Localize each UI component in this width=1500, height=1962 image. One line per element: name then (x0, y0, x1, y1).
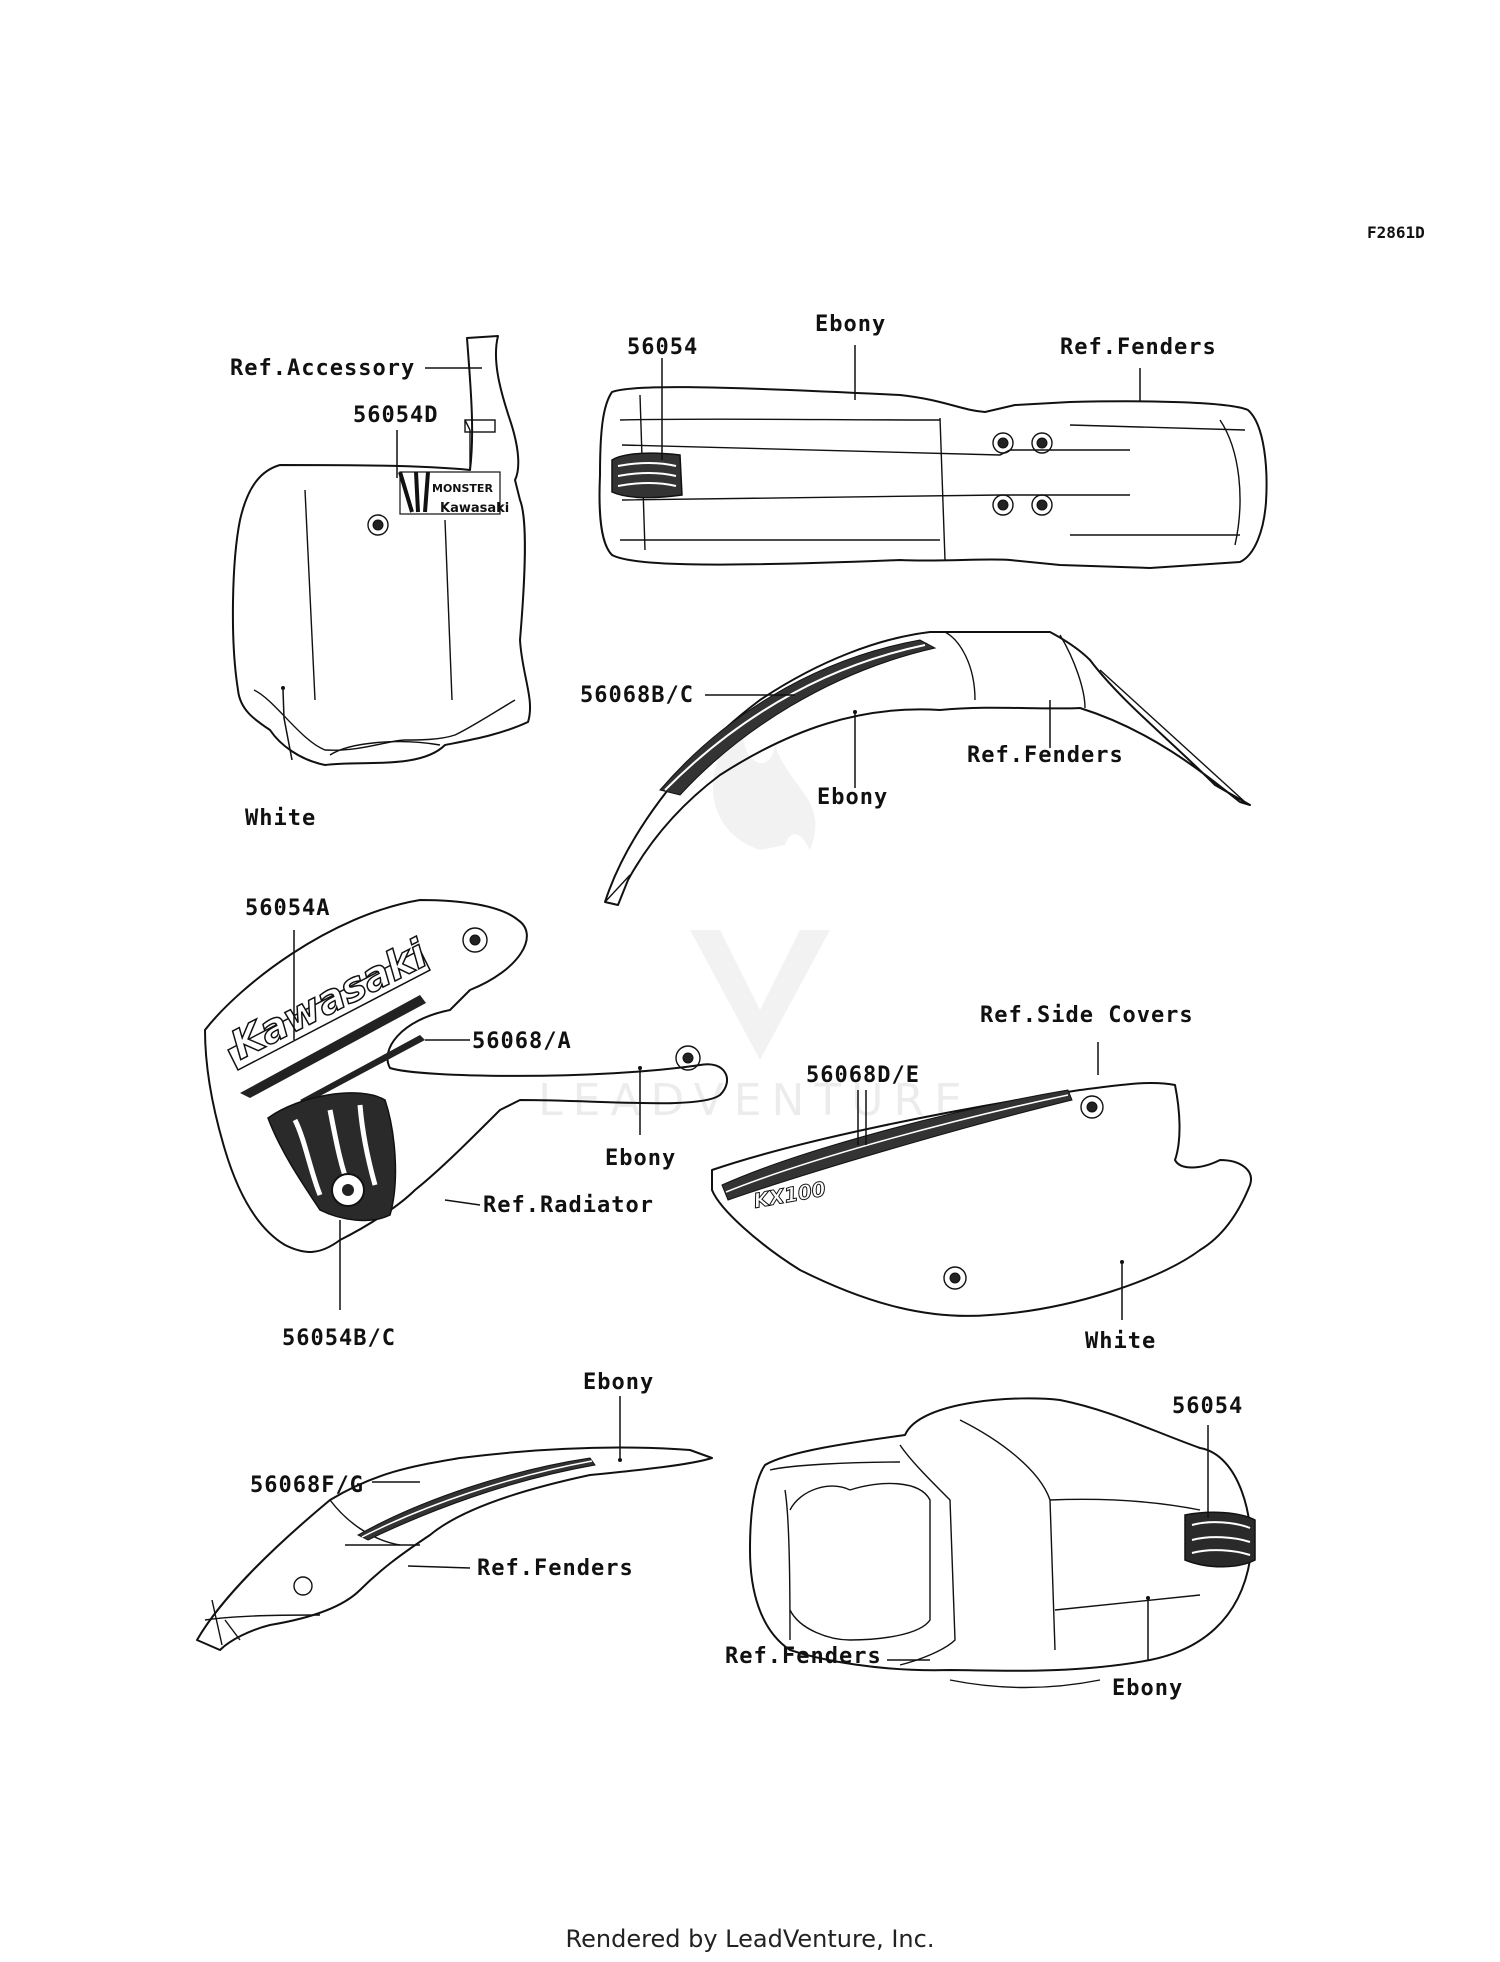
front-fender-top-ref-fenders-label: Ref.Fenders (1060, 335, 1217, 360)
part-56068FG-label: 56068F/G (250, 1473, 364, 1498)
svg-text:MONSTER: MONSTER (432, 482, 493, 495)
svg-text:LEADVENTURE: LEADVENTURE (538, 1075, 972, 1126)
part-56054-front-label: 56054 (627, 335, 698, 360)
front-fender-side-ref-fenders-label: Ref.Fenders (967, 743, 1124, 768)
part-56054BC-label: 56054B/C (282, 1326, 396, 1351)
rear-fender-top-ebony-label: Ebony (1112, 1676, 1183, 1701)
number-plate-white-label: White (245, 806, 316, 831)
rear-fender-side-ref-fenders-label: Ref.Fenders (477, 1556, 634, 1581)
radiator-ebony-label: Ebony (605, 1146, 676, 1171)
radiator-kawasaki-decal: Kawasaki (223, 930, 436, 1104)
front-fender-side-ebony-label: Ebony (817, 785, 888, 810)
svg-text:Kawasaki: Kawasaki (440, 501, 509, 516)
ref-radiator-label: Ref.Radiator (483, 1193, 654, 1218)
front-fender-side-view (604, 631, 1251, 906)
rear-fender-stripe-decal (356, 1457, 596, 1541)
rear-fender-side-view (196, 1396, 713, 1651)
diagram-code: F2861D (1367, 223, 1425, 242)
front-fender-stripe-decal (659, 639, 937, 796)
number-plate: MONSTER Kawasaki (231, 335, 532, 766)
ref-side-covers-label: Ref.Side Covers (980, 1003, 1194, 1028)
part-56054D-label: 56054D (353, 403, 438, 428)
part-56068BC-label: 56068B/C (580, 683, 694, 708)
rear-fender-top-view (749, 1397, 1256, 1689)
rear-fender-monster-decal (1184, 1511, 1256, 1568)
rear-fender-side-ebony-label: Ebony (583, 1370, 654, 1395)
front-fender-top-view (598, 345, 1268, 569)
rear-fender-top-ref-fenders-label: Ref.Fenders (725, 1644, 882, 1669)
part-56068A-label: 56068/A (472, 1029, 572, 1054)
part-56054-rear-label: 56054 (1172, 1394, 1243, 1419)
part-56054A-label: 56054A (245, 896, 330, 921)
part-56068DE-label: 56068D/E (806, 1063, 920, 1088)
front-fender-monster-decal (611, 452, 683, 499)
front-fender-top-ebony-label: Ebony (815, 312, 886, 337)
side-cover-white-label: White (1085, 1329, 1156, 1354)
footer-credit: Rendered by LeadVenture, Inc. (566, 1925, 935, 1953)
radiator-monster-decal (267, 1092, 397, 1222)
number-plate-monster-decal: MONSTER Kawasaki (398, 471, 509, 516)
ref-accessory-label: Ref.Accessory (230, 356, 415, 381)
leadventure-watermark: LEADVENTURE (538, 720, 972, 1126)
